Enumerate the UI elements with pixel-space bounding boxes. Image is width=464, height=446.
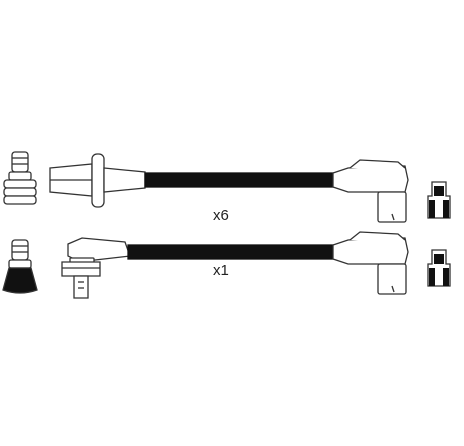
quantity-label-set-2: x1	[213, 262, 229, 279]
terminal-connector-icon	[427, 181, 451, 219]
quantity-label-set-1: x6	[213, 207, 229, 224]
cable-2	[127, 244, 334, 260]
terminal-connector-icon	[427, 249, 451, 287]
lead-set-1	[49, 153, 409, 223]
angled-plug-with-clip	[61, 237, 131, 299]
spark-plug-ribbed-icon	[3, 151, 37, 205]
straight-plug-with-ring	[49, 153, 146, 208]
cable-1	[144, 172, 334, 188]
spark-plug-rubber-icon	[2, 239, 38, 294]
lead-set-2	[61, 231, 409, 299]
angled-plug-2	[332, 231, 409, 295]
angled-plug-1	[332, 159, 409, 223]
